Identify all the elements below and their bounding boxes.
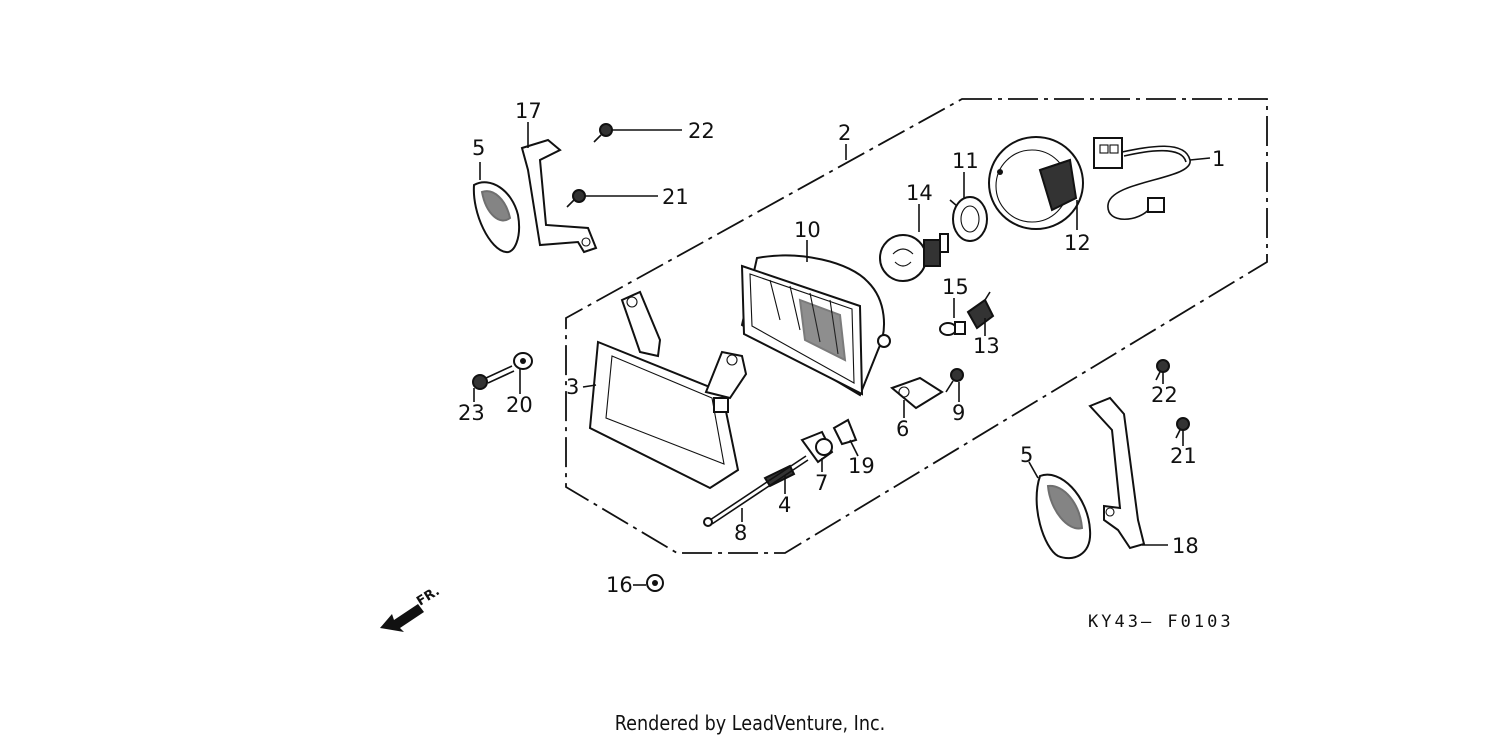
figure-code: KY43— F0103 xyxy=(1088,612,1234,632)
callout-6: 6 xyxy=(896,417,909,441)
reflector-left-part xyxy=(472,181,520,254)
headlight-case-part xyxy=(988,136,1084,230)
callout-20: 20 xyxy=(506,393,533,417)
stay-left-part xyxy=(520,138,598,254)
callout-3: 3 xyxy=(566,375,579,399)
callout-22-right: 22 xyxy=(1151,383,1178,407)
callout-12: 12 xyxy=(1064,231,1091,255)
callout-19: 19 xyxy=(848,454,875,478)
headlight-bulb-part xyxy=(879,233,949,282)
callout-1: 1 xyxy=(1212,147,1225,171)
callout-4: 4 xyxy=(778,493,791,517)
bolt-22-left-part xyxy=(593,123,613,143)
bolt-22-right-part xyxy=(1155,359,1170,381)
reflector-right-part xyxy=(1035,473,1092,560)
bulb-socket-part xyxy=(949,196,988,242)
callout-2: 2 xyxy=(838,121,851,145)
callout-7: 7 xyxy=(815,471,828,495)
callout-9: 9 xyxy=(952,401,965,425)
wire-harness-part xyxy=(1093,137,1191,220)
callout-14: 14 xyxy=(906,181,933,205)
bolt-21-left-part xyxy=(566,189,586,208)
bracket-6-part xyxy=(890,376,944,410)
callout-8: 8 xyxy=(734,521,747,545)
position-bulb-part xyxy=(939,321,966,336)
callout-15: 15 xyxy=(942,275,969,299)
assembly-boundary xyxy=(565,98,1268,554)
adjuster-parts xyxy=(703,418,858,527)
stay-right-part xyxy=(1088,396,1146,550)
screw-9-part xyxy=(945,368,964,393)
headlight-rim-part xyxy=(588,290,748,490)
nut-16-part xyxy=(646,574,664,592)
callout-10: 10 xyxy=(794,218,821,242)
callout-16: 16 xyxy=(606,573,633,597)
callout-23: 23 xyxy=(458,401,485,425)
front-direction-arrow-icon xyxy=(380,604,424,632)
callout-17: 17 xyxy=(515,99,542,123)
leader-lines xyxy=(473,122,1211,586)
bolt-23-part xyxy=(472,365,515,390)
position-socket-part xyxy=(966,291,995,330)
callout-21-right: 21 xyxy=(1170,444,1197,468)
washer-20-part xyxy=(513,352,533,370)
callout-5-left: 5 xyxy=(472,136,485,160)
callout-11: 11 xyxy=(952,149,979,173)
headlight-unit-part xyxy=(740,254,891,397)
callout-13: 13 xyxy=(973,334,1000,358)
callout-22-left: 22 xyxy=(688,119,715,143)
callout-5-right: 5 xyxy=(1020,443,1033,467)
callout-18: 18 xyxy=(1172,534,1199,558)
callout-21-left: 21 xyxy=(662,185,689,209)
render-credit: Rendered by LeadVenture, Inc. xyxy=(614,711,886,735)
